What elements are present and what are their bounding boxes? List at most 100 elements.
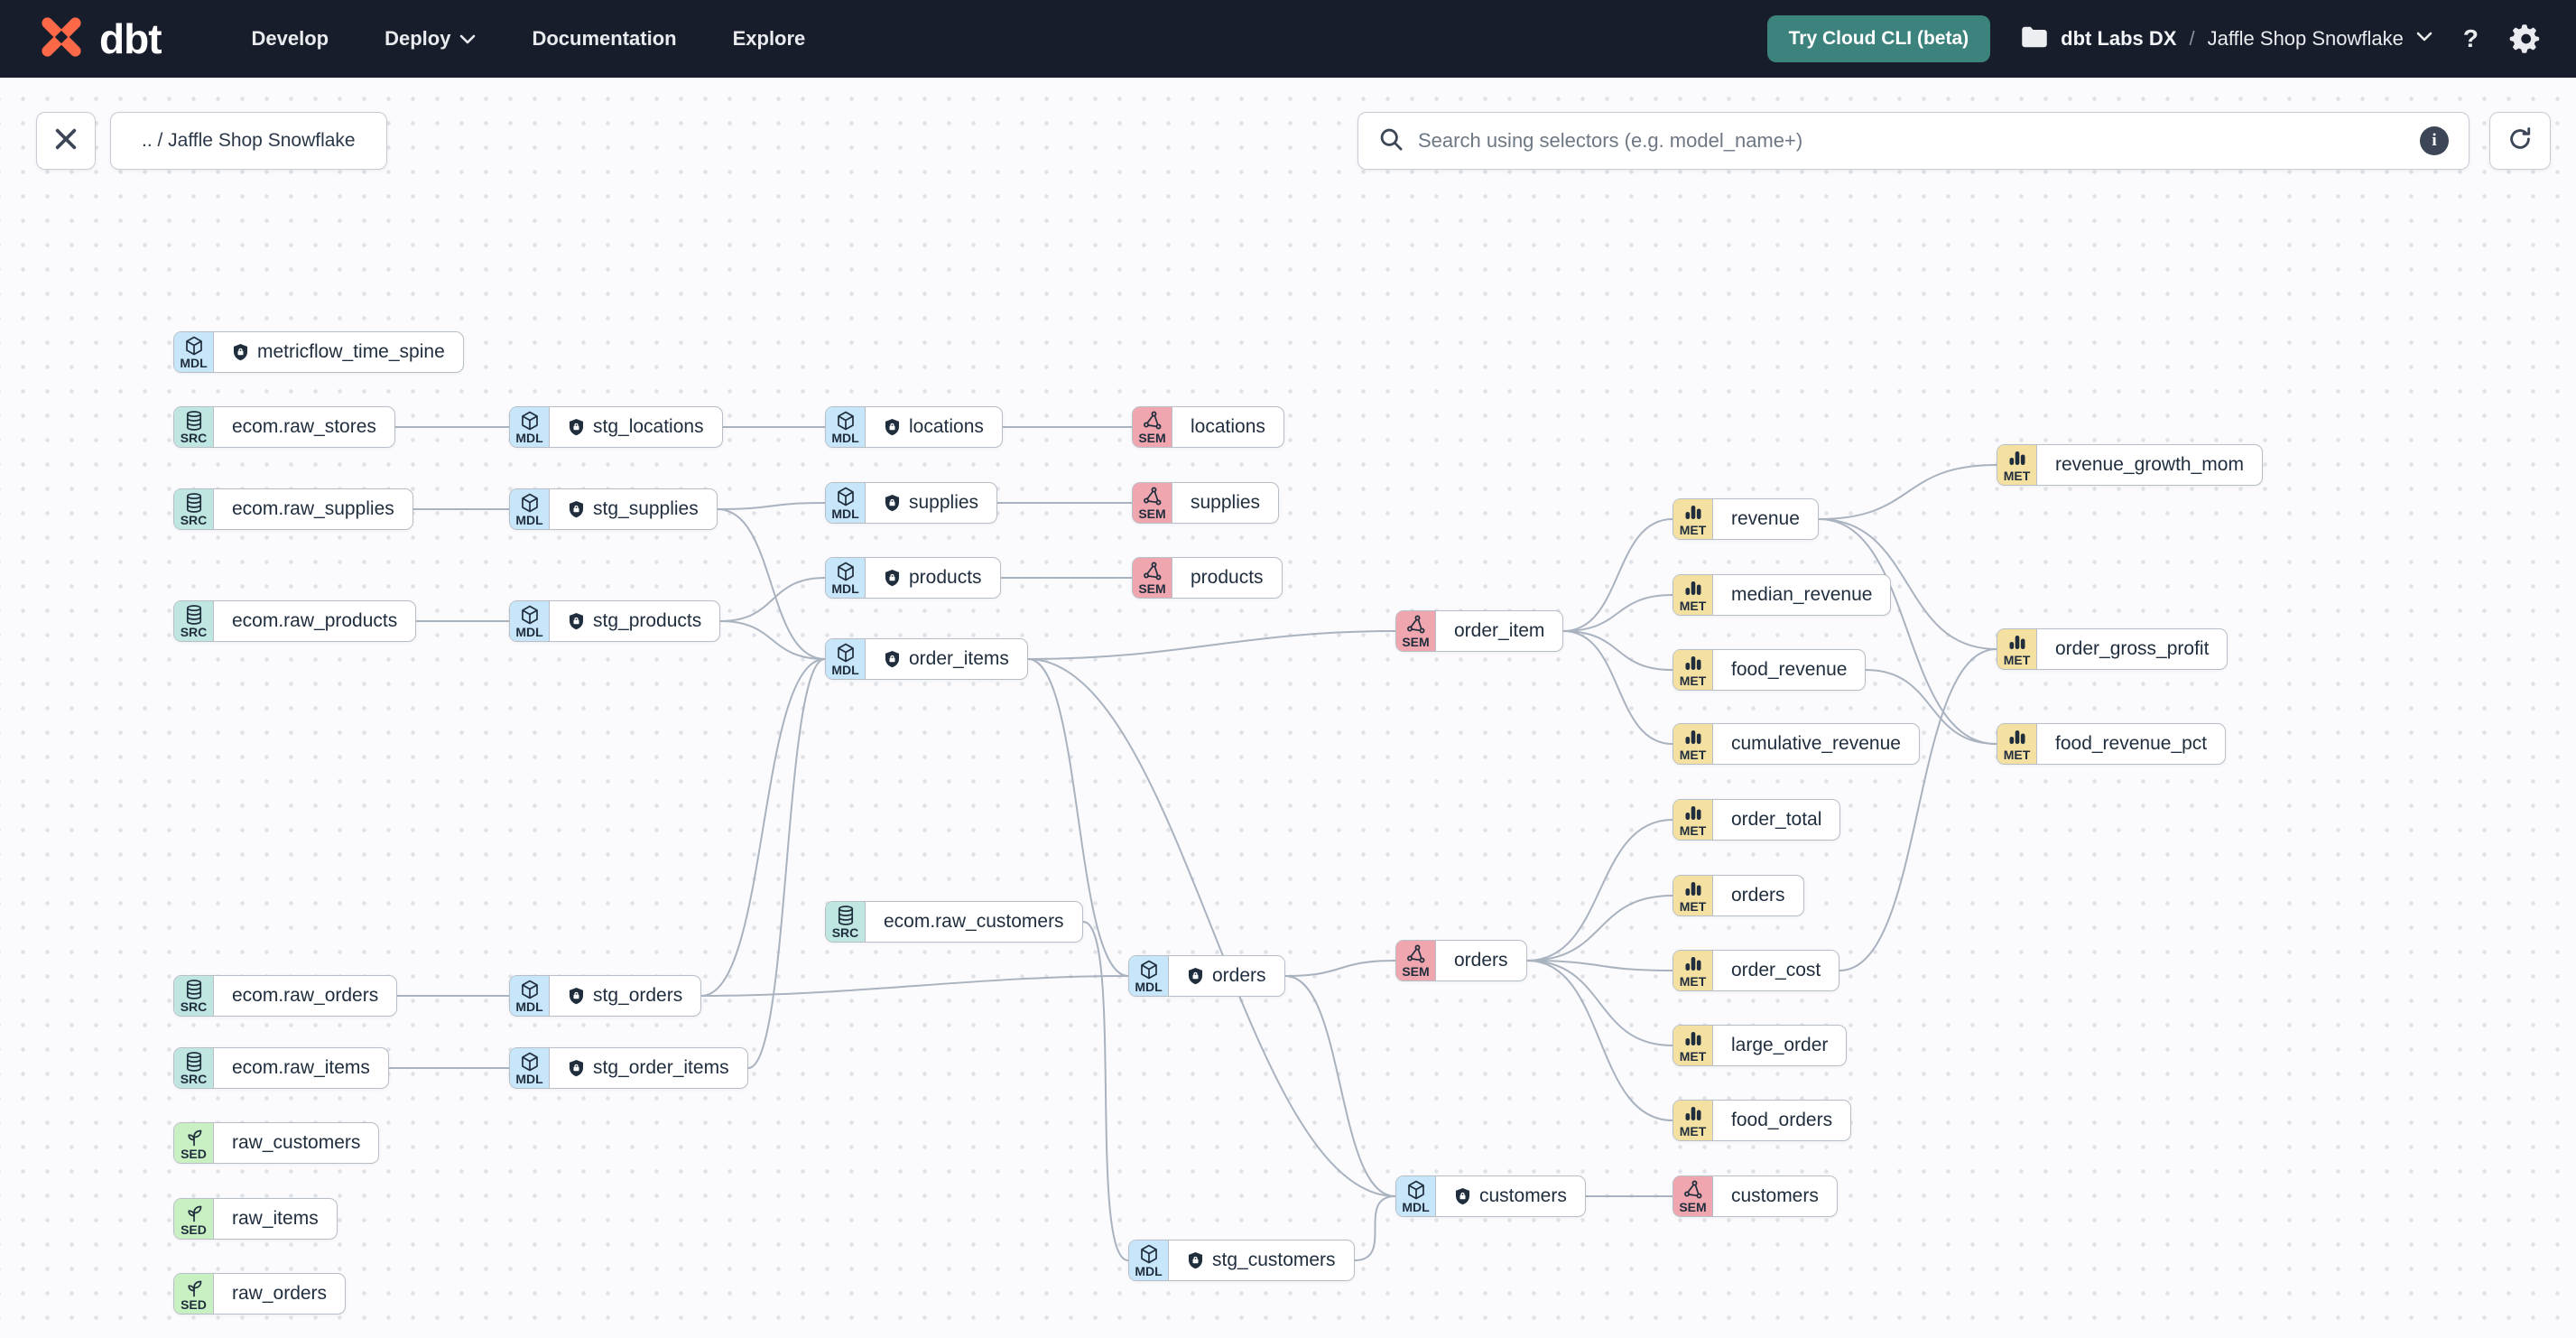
- dbt-logo[interactable]: dbt: [36, 12, 162, 67]
- node-type-label: MET: [2003, 652, 2031, 667]
- try-cloud-cli-button[interactable]: Try Cloud CLI (beta): [1766, 15, 1991, 62]
- shield-icon: [884, 569, 901, 588]
- node-label-area: revenue_growth_mom: [2037, 445, 2262, 485]
- edge-sem_order_item--met_revenue: [1562, 518, 1673, 632]
- node-type-badge: SEM: [1673, 1176, 1713, 1216]
- node-type-badge: MDL: [510, 976, 550, 1016]
- node-label-area: food_revenue_pct: [2037, 724, 2225, 764]
- node-type-badge: MET: [1997, 445, 2037, 485]
- seed-icon: [183, 1277, 205, 1298]
- cube-icon: [183, 335, 205, 357]
- refresh-button[interactable]: [2489, 112, 2551, 170]
- semantic-model-icon: [1405, 943, 1427, 965]
- node-label-area: locations: [1172, 407, 1283, 447]
- node-type-label: SED: [181, 1296, 207, 1312]
- edge-mdl_stg_products--mdl_products: [719, 577, 826, 622]
- node-label-area: food_revenue: [1713, 650, 1865, 690]
- menu-item-explore[interactable]: Explore: [732, 27, 806, 50]
- edge-mdl_stg_products--mdl_order_items: [719, 620, 826, 660]
- shield-icon: [568, 1059, 585, 1078]
- edge-sem_order_item--met_median_revenue: [1562, 594, 1673, 632]
- node-met_order_gross_profit[interactable]: MET order_gross_profit: [1997, 628, 2229, 670]
- menu-item-develop[interactable]: Develop: [251, 27, 329, 50]
- node-name: raw_orders: [232, 1283, 328, 1304]
- info-icon[interactable]: i: [2420, 126, 2449, 155]
- close-button[interactable]: [36, 112, 96, 170]
- menu-item-documentation[interactable]: Documentation: [532, 27, 677, 50]
- shield-icon: [568, 987, 585, 1006]
- metric-icon: [1682, 878, 1704, 900]
- metric-icon: [1682, 1028, 1704, 1050]
- node-type-badge: MET: [1673, 650, 1713, 690]
- node-name: order_gross_profit: [2055, 638, 2210, 659]
- refresh-icon: [2507, 125, 2534, 157]
- search-icon: [1378, 126, 1404, 156]
- help-icon[interactable]: ?: [2462, 24, 2479, 52]
- node-type-badge: MDL: [1129, 956, 1169, 996]
- edge-sem_order_item--met_cumulative_revenue: [1562, 630, 1673, 745]
- node-type-label: SED: [181, 1146, 207, 1161]
- node-name: order_item: [1454, 620, 1545, 641]
- node-met_food_revenue[interactable]: MET food_revenue: [1673, 649, 1867, 691]
- settings-gear-icon[interactable]: [2509, 23, 2540, 54]
- database-icon: [183, 492, 205, 514]
- node-label-area: orders: [1713, 876, 1803, 915]
- node-label-area: median_revenue: [1713, 575, 1890, 615]
- node-type-badge: SRC: [174, 601, 214, 641]
- edge-met_revenue--met_food_revenue_pct: [1818, 518, 1997, 745]
- node-label-area: customers: [1436, 1176, 1585, 1216]
- node-label-area: large_order: [1713, 1026, 1846, 1065]
- breadcrumb-separator: /: [2189, 27, 2195, 50]
- node-name: food_revenue: [1731, 659, 1848, 680]
- edge-met_revenue--met_revenue_growth_mom: [1818, 464, 1997, 520]
- breadcrumb[interactable]: .. / Jaffle Shop Snowflake: [110, 112, 387, 170]
- project-selector[interactable]: dbt Labs DX / Jaffle Shop Snowflake: [2021, 25, 2432, 53]
- node-sed_raw_orders[interactable]: SED raw_orders: [173, 1273, 347, 1315]
- search-input[interactable]: [1418, 129, 2405, 153]
- edge-sem_orders--met_order_cost: [1526, 960, 1673, 971]
- node-label-area: ecom.raw_orders: [214, 976, 396, 1016]
- node-name: revenue_growth_mom: [2055, 454, 2244, 475]
- menu-item-deploy[interactable]: Deploy: [385, 27, 476, 51]
- chevron-down-icon: [459, 27, 476, 51]
- node-met_revenue_growth_mom[interactable]: MET revenue_growth_mom: [1997, 444, 2263, 486]
- edge-mdl_order_items--sem_order_item: [1027, 630, 1396, 660]
